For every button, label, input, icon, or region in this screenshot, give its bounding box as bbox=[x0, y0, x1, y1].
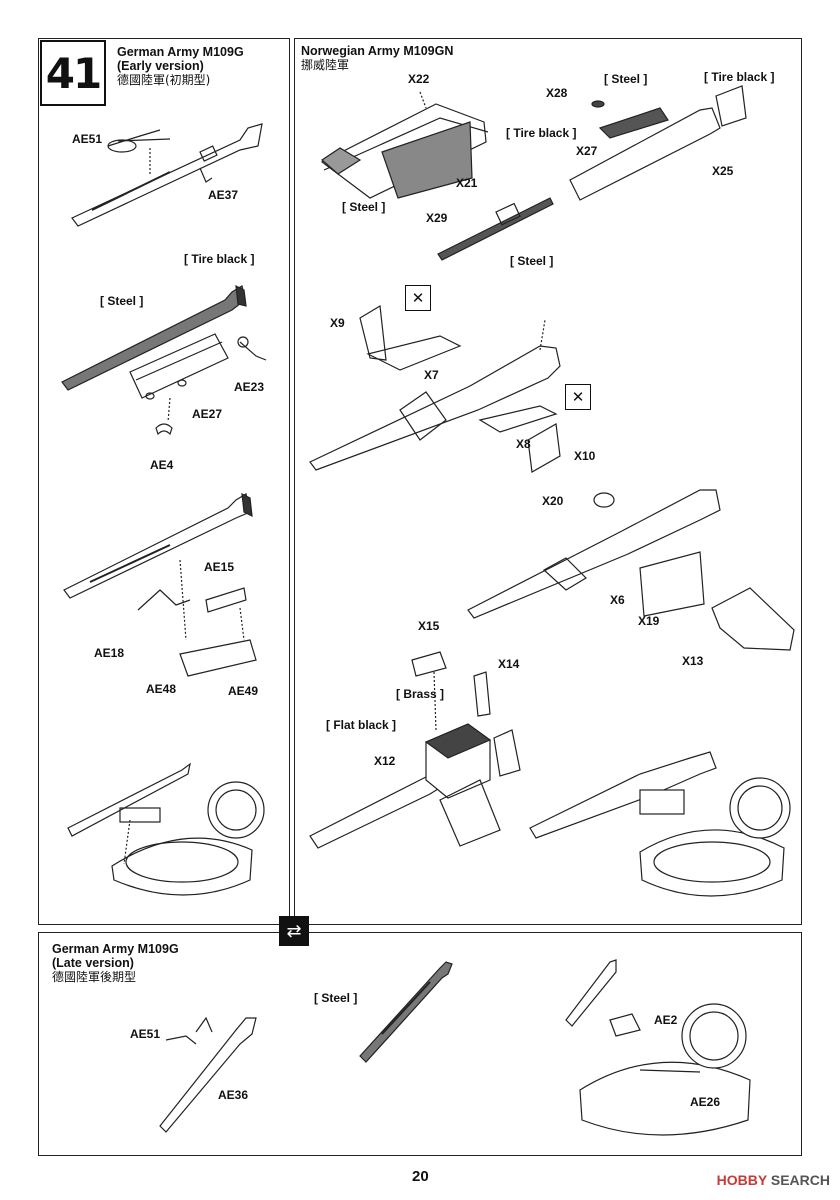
part-label-x29: X29 bbox=[426, 211, 448, 225]
part-label-ae18: AE18 bbox=[94, 646, 125, 660]
part-label-x19: X19 bbox=[638, 614, 660, 628]
part-label-x9: X9 bbox=[330, 316, 345, 330]
part-label-ae2: AE2 bbox=[654, 1013, 678, 1027]
paint-brass: [ Brass ] bbox=[396, 687, 445, 701]
page-number: 20 bbox=[412, 1168, 429, 1185]
part-label-ae51: AE51 bbox=[130, 1027, 161, 1041]
norwegian-version-frame bbox=[294, 38, 802, 925]
part-label-x10: X10 bbox=[574, 449, 596, 463]
norway-section-title: Norwegian Army M109GN 挪威陸軍 bbox=[301, 44, 453, 72]
part-label-x20: X20 bbox=[542, 494, 564, 508]
part-label-x22: X22 bbox=[408, 72, 430, 86]
norway-mount-2 bbox=[467, 489, 795, 651]
part-label-x12: X12 bbox=[374, 754, 396, 768]
part-label-x28: X28 bbox=[546, 86, 568, 100]
paint-steel: [ Steel ] bbox=[314, 991, 358, 1005]
part-label-x7: X7 bbox=[424, 368, 439, 382]
late-title: German Army M109G bbox=[52, 942, 179, 956]
part-label-ae36: AE36 bbox=[218, 1088, 249, 1102]
part-label-x13: X13 bbox=[682, 654, 704, 668]
swap-arrows-icon: ⇄ bbox=[279, 916, 309, 946]
early-hatch-drawing bbox=[67, 762, 265, 896]
part-label-x6: X6 bbox=[610, 593, 625, 607]
paint-steel: [ Steel ] bbox=[342, 200, 386, 214]
late-version-frame bbox=[38, 932, 802, 1156]
part-label-ae49: AE49 bbox=[228, 684, 259, 698]
early-version-frame bbox=[38, 38, 290, 925]
part-label-ae4: AE4 bbox=[150, 458, 174, 472]
norway-receiver-exploded bbox=[320, 91, 489, 199]
paint-tire-black: [ Tire black ] bbox=[704, 70, 775, 84]
part-label-x8: X8 bbox=[516, 437, 531, 451]
early-title: German Army M109G bbox=[117, 45, 244, 59]
early-mg3-drawing-2 bbox=[61, 284, 267, 436]
early-mg3-drawing-1 bbox=[71, 123, 263, 227]
part-label-ae37: AE37 bbox=[208, 188, 239, 202]
early-cjk-title: 德國陸軍(初期型) bbox=[117, 73, 211, 87]
paint-steel: [ Steel ] bbox=[100, 294, 144, 308]
part-label-ae48: AE48 bbox=[146, 682, 177, 696]
late-mg3-drawing-1 bbox=[159, 1016, 257, 1133]
watermark-suffix: SEARCH bbox=[770, 1172, 830, 1188]
norway-cjk-title: 挪威陸軍 bbox=[301, 58, 350, 72]
no-glue-icon: ✕ bbox=[405, 285, 431, 311]
late-section-title: German Army M109G (Late version) 德國陸軍後期型 bbox=[52, 942, 179, 984]
part-label-x15: X15 bbox=[418, 619, 440, 633]
late-cjk-title: 德國陸軍後期型 bbox=[52, 970, 137, 984]
norway-ammo-box bbox=[309, 651, 521, 849]
norway-mount-assembly bbox=[309, 305, 561, 473]
part-label-ae26: AE26 bbox=[690, 1095, 721, 1109]
late-mg3-drawing-2 bbox=[359, 961, 453, 1063]
no-glue-icon: ✕ bbox=[565, 384, 591, 410]
part-label-x27: X27 bbox=[576, 144, 598, 158]
watermark: HOBBY SEARCH bbox=[717, 1172, 830, 1188]
step-number-box: 41 bbox=[40, 40, 106, 106]
norway-hatch-assembly bbox=[529, 751, 791, 897]
step-number: 41 bbox=[45, 48, 102, 98]
paint-tire-black: [ Tire black ] bbox=[184, 252, 255, 266]
late-subtitle: (Late version) bbox=[52, 956, 134, 970]
early-mg3-drawing-3 bbox=[63, 492, 257, 677]
norway-title: Norwegian Army M109GN bbox=[301, 44, 454, 58]
part-label-x21: X21 bbox=[456, 176, 478, 190]
late-hatch-drawing bbox=[565, 959, 751, 1136]
part-label-x25: X25 bbox=[712, 164, 734, 178]
paint-steel: [ Steel ] bbox=[604, 72, 648, 86]
part-label-ae23: AE23 bbox=[234, 380, 265, 394]
part-label-ae27: AE27 bbox=[192, 407, 223, 421]
early-section-title: German Army M109G (Early version) 德國陸軍(初… bbox=[117, 45, 244, 87]
part-label-x14: X14 bbox=[498, 657, 520, 671]
early-subtitle: (Early version) bbox=[117, 59, 204, 73]
part-label-ae51: AE51 bbox=[72, 132, 103, 146]
part-label-ae15: AE15 bbox=[204, 560, 235, 574]
paint-steel: [ Steel ] bbox=[510, 254, 554, 268]
norway-barrel-parts bbox=[437, 85, 747, 261]
paint-tire-black: [ Tire black ] bbox=[506, 126, 577, 140]
watermark-brand: HOBBY bbox=[716, 1172, 767, 1188]
paint-flat-black: [ Flat black ] bbox=[326, 718, 397, 732]
